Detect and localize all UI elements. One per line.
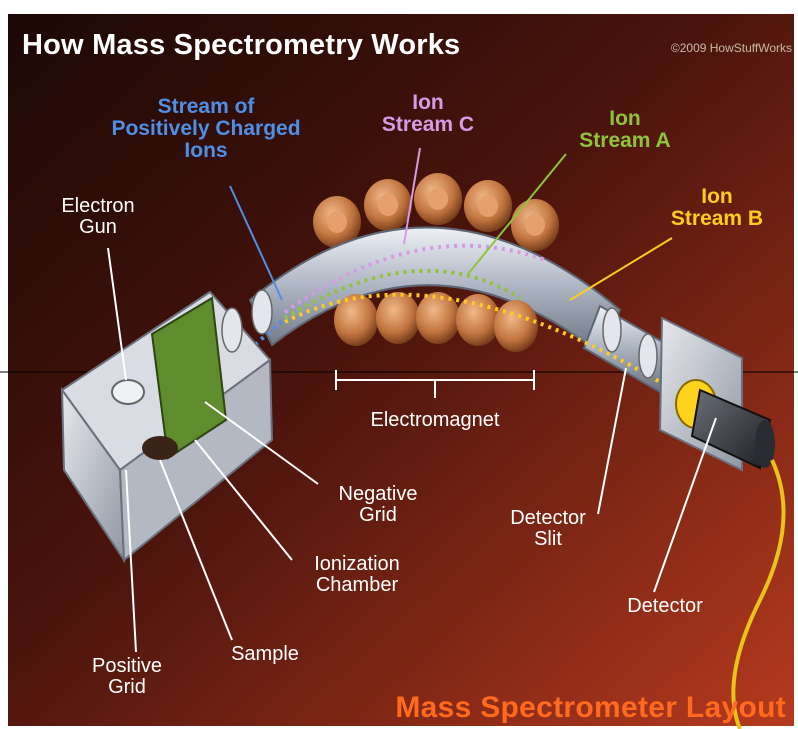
footer-title: Mass Spectrometer Layout [395,692,786,724]
label-ion-stream-c: Ion Stream C [368,92,488,136]
label-ionization-chamber: Ionization Chamber [292,554,422,596]
label-electron-gun: Electron Gun [38,196,158,238]
label-stream-positive-ions: Stream of Positively Charged Ions [86,96,326,162]
label-ion-stream-b: Ion Stream B [652,186,782,230]
label-detector: Detector [600,596,730,617]
label-sample: Sample [210,644,320,665]
label-detector-slit: Detector Slit [478,508,618,550]
label-electromagnet: Electromagnet [350,410,520,431]
label-positive-grid: Positive Grid [72,656,182,698]
label-ion-stream-a: Ion Stream A [560,108,690,152]
label-negative-grid: Negative Grid [318,484,438,526]
copyright-credit: ©2009 HowStuffWorks [671,42,792,55]
diagram-title: How Mass Spectrometry Works [22,30,460,60]
